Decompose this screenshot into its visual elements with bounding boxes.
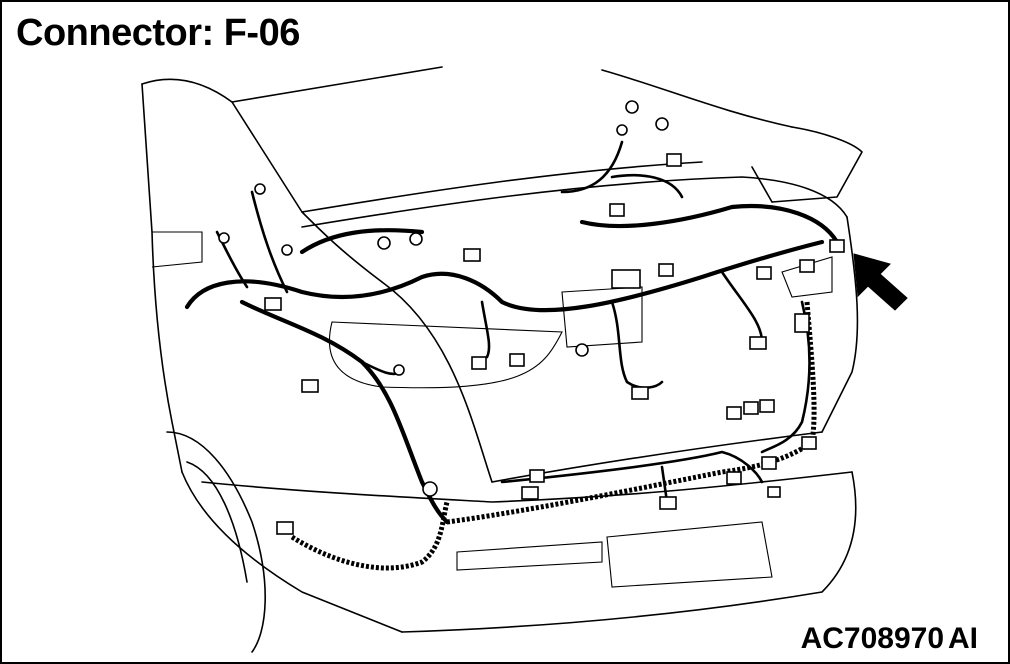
pointer-arrow-icon bbox=[853, 253, 908, 311]
harness-main bbox=[184, 140, 840, 571]
page-title: Connector: F-06 bbox=[16, 12, 300, 54]
figure-id-suffix: AI bbox=[948, 622, 978, 655]
car-body bbox=[141, 66, 863, 653]
figure-id-number: AC708970 bbox=[800, 622, 944, 655]
connectors bbox=[218, 100, 845, 535]
